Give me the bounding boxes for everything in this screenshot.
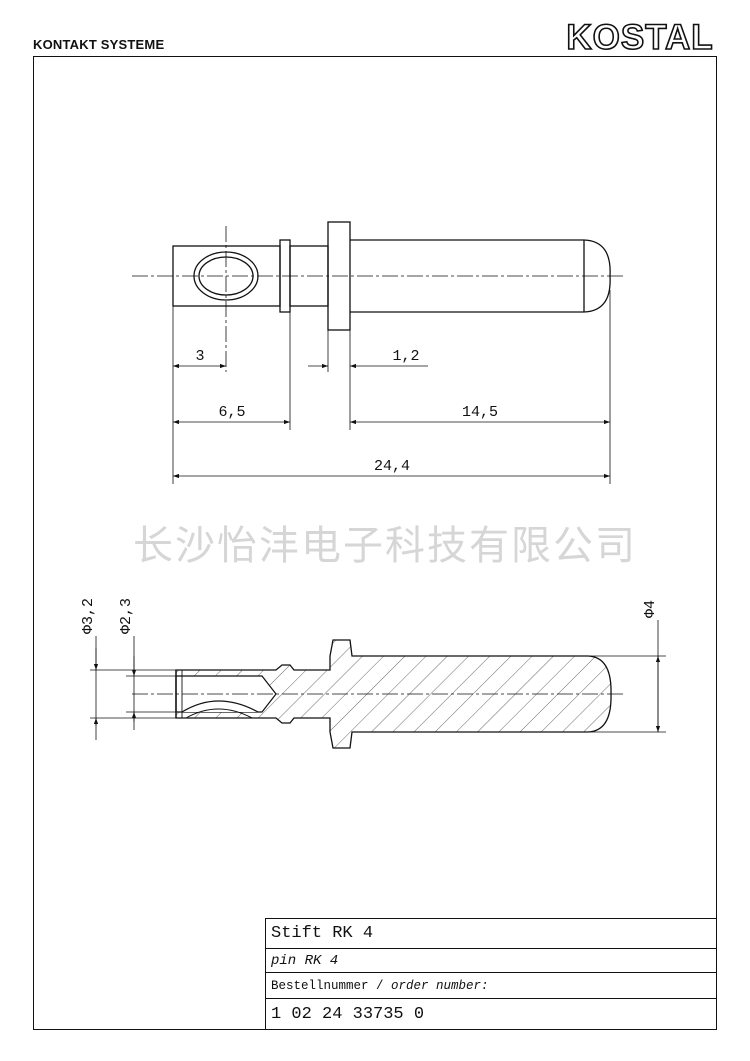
top-view-pin <box>132 221 626 372</box>
dim-dia-2-3-label: Φ2,3 <box>118 598 135 634</box>
dim-1-2-label: 1,2 <box>392 348 419 365</box>
part-name-de: Stift RK 4 <box>266 919 717 949</box>
order-label-separator: / <box>368 979 392 993</box>
dim-24-4-label: 24,4 <box>374 458 410 475</box>
dim-dia-4-label: Φ4 <box>642 600 659 618</box>
order-number-label: Bestellnummer / order number: <box>266 973 717 999</box>
dim-3-label: 3 <box>195 348 204 365</box>
order-label-en: order number: <box>391 979 489 993</box>
kostal-logo: KOSTAL <box>566 17 714 56</box>
top-view-dimensions <box>172 290 611 484</box>
part-name-en: pin RK 4 <box>266 949 717 973</box>
drawing-frame <box>33 56 717 1030</box>
logo-text: KOSTAL <box>566 18 713 56</box>
title-block: Stift RK 4 pin RK 4 Bestellnummer / orde… <box>265 918 717 1030</box>
section-view-dimensions <box>90 620 666 740</box>
dim-6-5-label: 6,5 <box>218 404 245 421</box>
dim-14-5-label: 14,5 <box>462 404 498 421</box>
watermark: 长沙怡沣电子科技有限公司 <box>133 523 637 569</box>
section-view-pin <box>132 639 626 749</box>
order-label-de: Bestellnummer <box>271 979 369 993</box>
dim-dia-3-2-label: Φ3,2 <box>80 598 97 634</box>
order-number: 1 02 24 33735 0 <box>271 1005 425 1024</box>
header-company-text: KONTAKT SYSTEME <box>33 37 165 52</box>
